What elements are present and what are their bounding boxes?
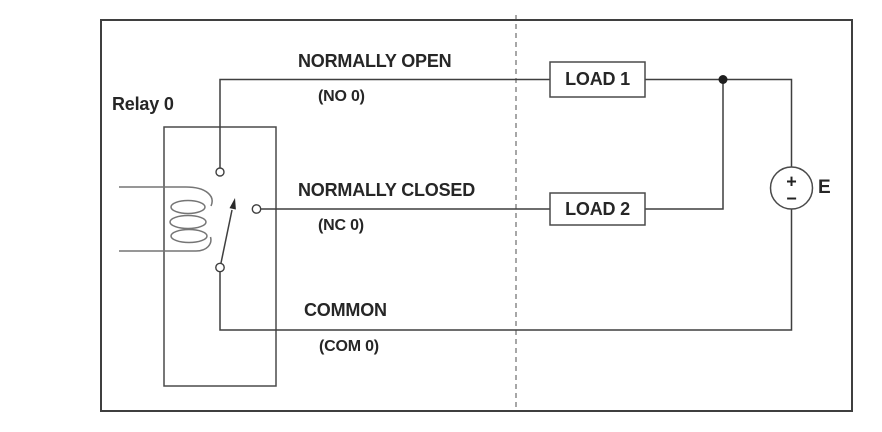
nc-code-label: (NC 0) [318, 217, 364, 234]
battery-symbol-icon: + − [769, 166, 814, 210]
switch-armature [220, 209, 233, 264]
load1-to-battery-wire [645, 78, 793, 168]
nc-terminal-icon [251, 204, 262, 214]
load1-label: LOAD 1 [565, 69, 630, 89]
armature-arrow-icon [229, 198, 236, 210]
load2-label: LOAD 2 [565, 198, 630, 219]
battery-circle [769, 166, 814, 210]
relay-coil-icon [119, 186, 213, 252]
com-code-label: (COM 0) [319, 338, 379, 355]
battery-e-label: E [818, 177, 831, 198]
battery-minus-sign: − [786, 189, 797, 209]
load1-box [549, 61, 646, 98]
load2-to-junction-wire [645, 79, 724, 210]
relay-switch-icon [215, 167, 262, 273]
outer-frame [100, 19, 853, 412]
common-terminal-icon [215, 262, 225, 273]
common-wire [219, 208, 793, 331]
junction-dot-icon [718, 75, 728, 84]
battery-plus-sign: + [786, 172, 797, 192]
wiring [219, 78, 793, 331]
load2-box [549, 192, 646, 226]
normally-open-label: NORMALLY OPEN [298, 51, 452, 71]
normally-closed-label: NORMALLY CLOSED [298, 180, 476, 200]
no-code-label: (NO 0) [318, 88, 365, 105]
no-terminal-icon [215, 167, 225, 177]
common-label: COMMON [304, 300, 387, 320]
relay-label: Relay 0 [112, 94, 174, 114]
no-wire [219, 78, 550, 168]
